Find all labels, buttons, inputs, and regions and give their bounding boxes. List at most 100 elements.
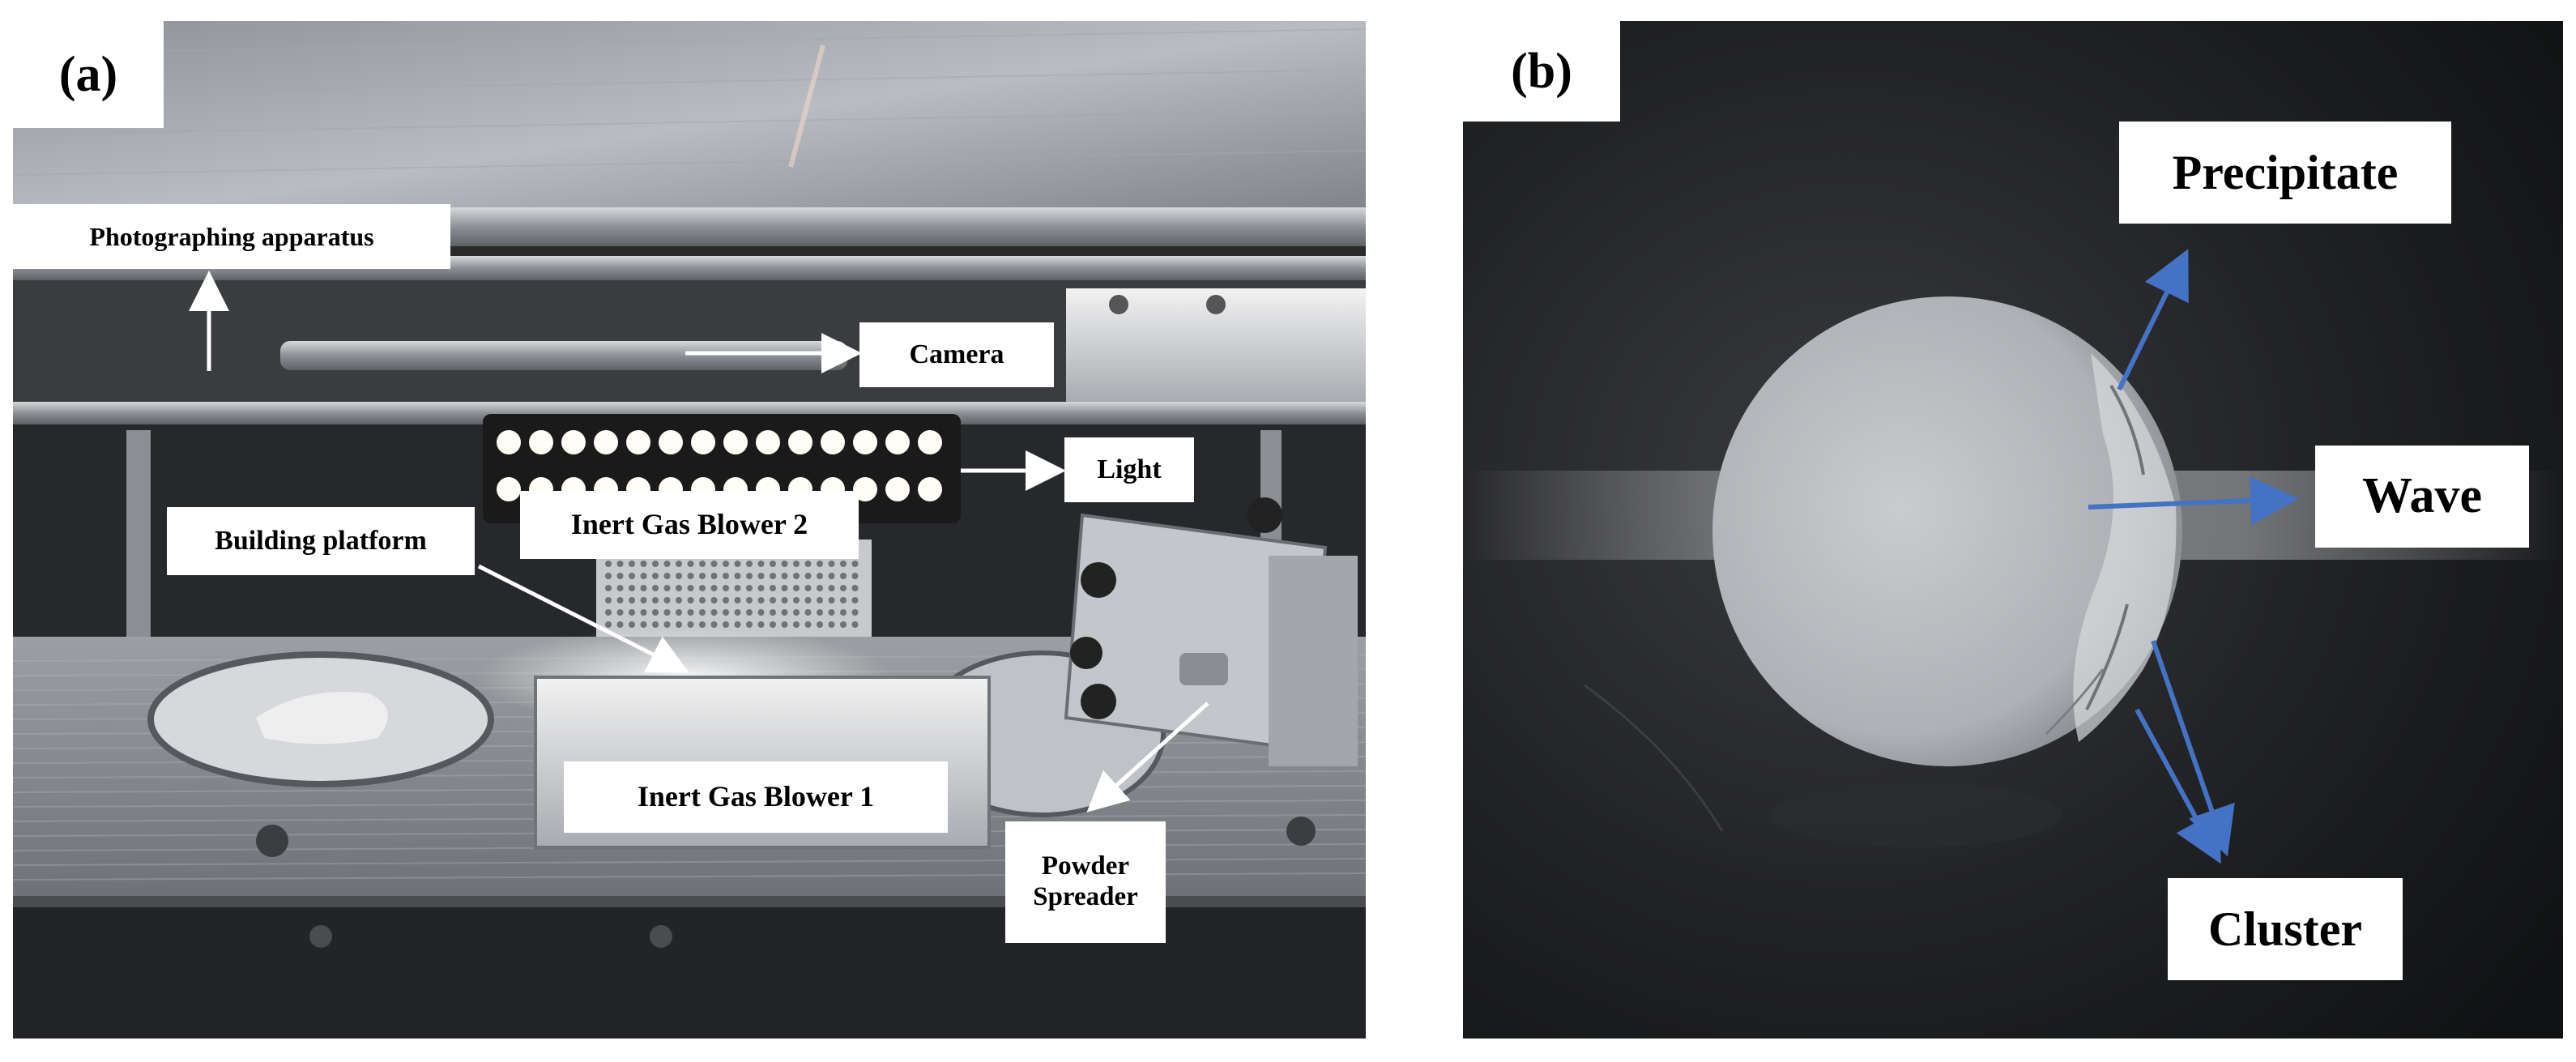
mesh-hole bbox=[734, 597, 741, 604]
mesh-hole bbox=[640, 621, 647, 628]
mesh-hole bbox=[840, 597, 847, 604]
label-cluster: Cluster bbox=[2168, 878, 2403, 980]
led bbox=[756, 430, 780, 454]
mesh-hole bbox=[746, 621, 753, 628]
mesh-hole bbox=[734, 621, 741, 628]
label-wave: Wave bbox=[2315, 446, 2529, 548]
label-inert-gas-blower-2: Inert Gas Blower 2 bbox=[520, 491, 859, 559]
mesh-hole bbox=[699, 585, 706, 591]
mesh-hole bbox=[687, 597, 694, 604]
arrow-powder-spreader bbox=[1086, 702, 1209, 812]
mesh-hole bbox=[652, 561, 659, 567]
led bbox=[885, 477, 910, 501]
led bbox=[691, 430, 715, 454]
mesh-hole bbox=[757, 621, 765, 628]
mesh-hole bbox=[793, 561, 800, 567]
mesh-hole bbox=[605, 573, 612, 579]
panel-a-photo: (a) Photographing apparatus Camera Light… bbox=[13, 21, 1366, 1039]
mesh-hole bbox=[687, 561, 694, 567]
led bbox=[561, 430, 586, 454]
mesh-hole bbox=[652, 621, 659, 628]
mesh-hole bbox=[605, 621, 612, 628]
mesh-hole bbox=[851, 585, 859, 591]
mesh-hole bbox=[687, 621, 694, 628]
mesh-hole bbox=[676, 597, 682, 604]
mesh-hole bbox=[757, 585, 765, 591]
mesh-hole bbox=[663, 573, 671, 579]
mesh-hole bbox=[699, 561, 706, 567]
mesh-hole bbox=[781, 621, 788, 628]
mesh-hole bbox=[851, 597, 859, 604]
mesh-hole bbox=[699, 621, 706, 628]
mesh-hole bbox=[840, 573, 847, 579]
mesh-hole bbox=[616, 621, 624, 628]
panel-b-photo: (b) Precipitate Wave Cluster bbox=[1463, 21, 2563, 1039]
mesh-hole bbox=[616, 585, 624, 591]
mesh-hole bbox=[770, 585, 776, 591]
mesh-hole bbox=[840, 621, 847, 628]
mesh-hole bbox=[851, 609, 859, 616]
label-powder-spreader: Powder Spreader bbox=[1005, 821, 1166, 943]
led bbox=[529, 430, 553, 454]
mesh-hole bbox=[616, 573, 624, 579]
led bbox=[885, 430, 910, 454]
mesh-hole bbox=[781, 573, 788, 579]
mesh-hole bbox=[734, 585, 741, 591]
mesh-hole bbox=[804, 621, 812, 628]
mesh-hole bbox=[840, 561, 847, 567]
mesh-hole bbox=[699, 597, 706, 604]
mesh-hole bbox=[676, 609, 682, 616]
mesh-hole bbox=[793, 621, 800, 628]
mesh-hole bbox=[851, 573, 859, 579]
mesh-hole bbox=[629, 573, 635, 579]
mesh-hole bbox=[629, 621, 635, 628]
mesh-hole bbox=[804, 585, 812, 591]
mesh-hole bbox=[840, 609, 847, 616]
label-precipitate: Precipitate bbox=[2119, 122, 2451, 224]
mesh-hole bbox=[676, 585, 682, 591]
mesh-hole bbox=[605, 561, 612, 567]
mesh-hole bbox=[710, 621, 718, 628]
mesh-hole bbox=[640, 597, 647, 604]
mesh-hole bbox=[804, 597, 812, 604]
arrow-precipitate bbox=[2117, 249, 2189, 391]
mesh-hole bbox=[723, 621, 729, 628]
mesh-hole bbox=[663, 609, 671, 616]
mesh-hole bbox=[804, 573, 812, 579]
mesh-hole bbox=[605, 597, 612, 604]
mesh-hole bbox=[652, 573, 659, 579]
label-photographing-apparatus: Photographing apparatus bbox=[13, 204, 450, 269]
mesh-hole bbox=[804, 609, 812, 616]
led bbox=[626, 430, 650, 454]
mesh-hole bbox=[723, 597, 729, 604]
led bbox=[918, 477, 942, 501]
mesh-hole bbox=[710, 561, 718, 567]
mesh-hole bbox=[640, 573, 647, 579]
led bbox=[853, 477, 877, 501]
led bbox=[853, 430, 877, 454]
mesh-hole bbox=[734, 573, 741, 579]
mesh-hole bbox=[640, 585, 647, 591]
mesh-hole bbox=[793, 609, 800, 616]
mesh-hole bbox=[652, 609, 659, 616]
mesh-hole bbox=[605, 609, 612, 616]
mesh-hole bbox=[770, 597, 776, 604]
mesh-hole bbox=[616, 561, 624, 567]
label-building-platform: Building platform bbox=[167, 507, 475, 575]
mesh-hole bbox=[710, 573, 718, 579]
mesh-hole bbox=[828, 609, 835, 616]
mesh-hole bbox=[629, 609, 635, 616]
led bbox=[594, 430, 618, 454]
led bbox=[723, 430, 748, 454]
mesh-hole bbox=[699, 609, 706, 616]
mesh-hole bbox=[757, 573, 765, 579]
mesh-hole bbox=[676, 561, 682, 567]
arrow-wave bbox=[2088, 476, 2299, 525]
mesh-hole bbox=[687, 585, 694, 591]
led bbox=[659, 430, 683, 454]
panel-b-label: (b) bbox=[1463, 21, 1620, 122]
mesh-hole bbox=[710, 609, 718, 616]
mesh-hole bbox=[687, 609, 694, 616]
mesh-hole bbox=[723, 585, 729, 591]
mesh-hole bbox=[793, 585, 800, 591]
